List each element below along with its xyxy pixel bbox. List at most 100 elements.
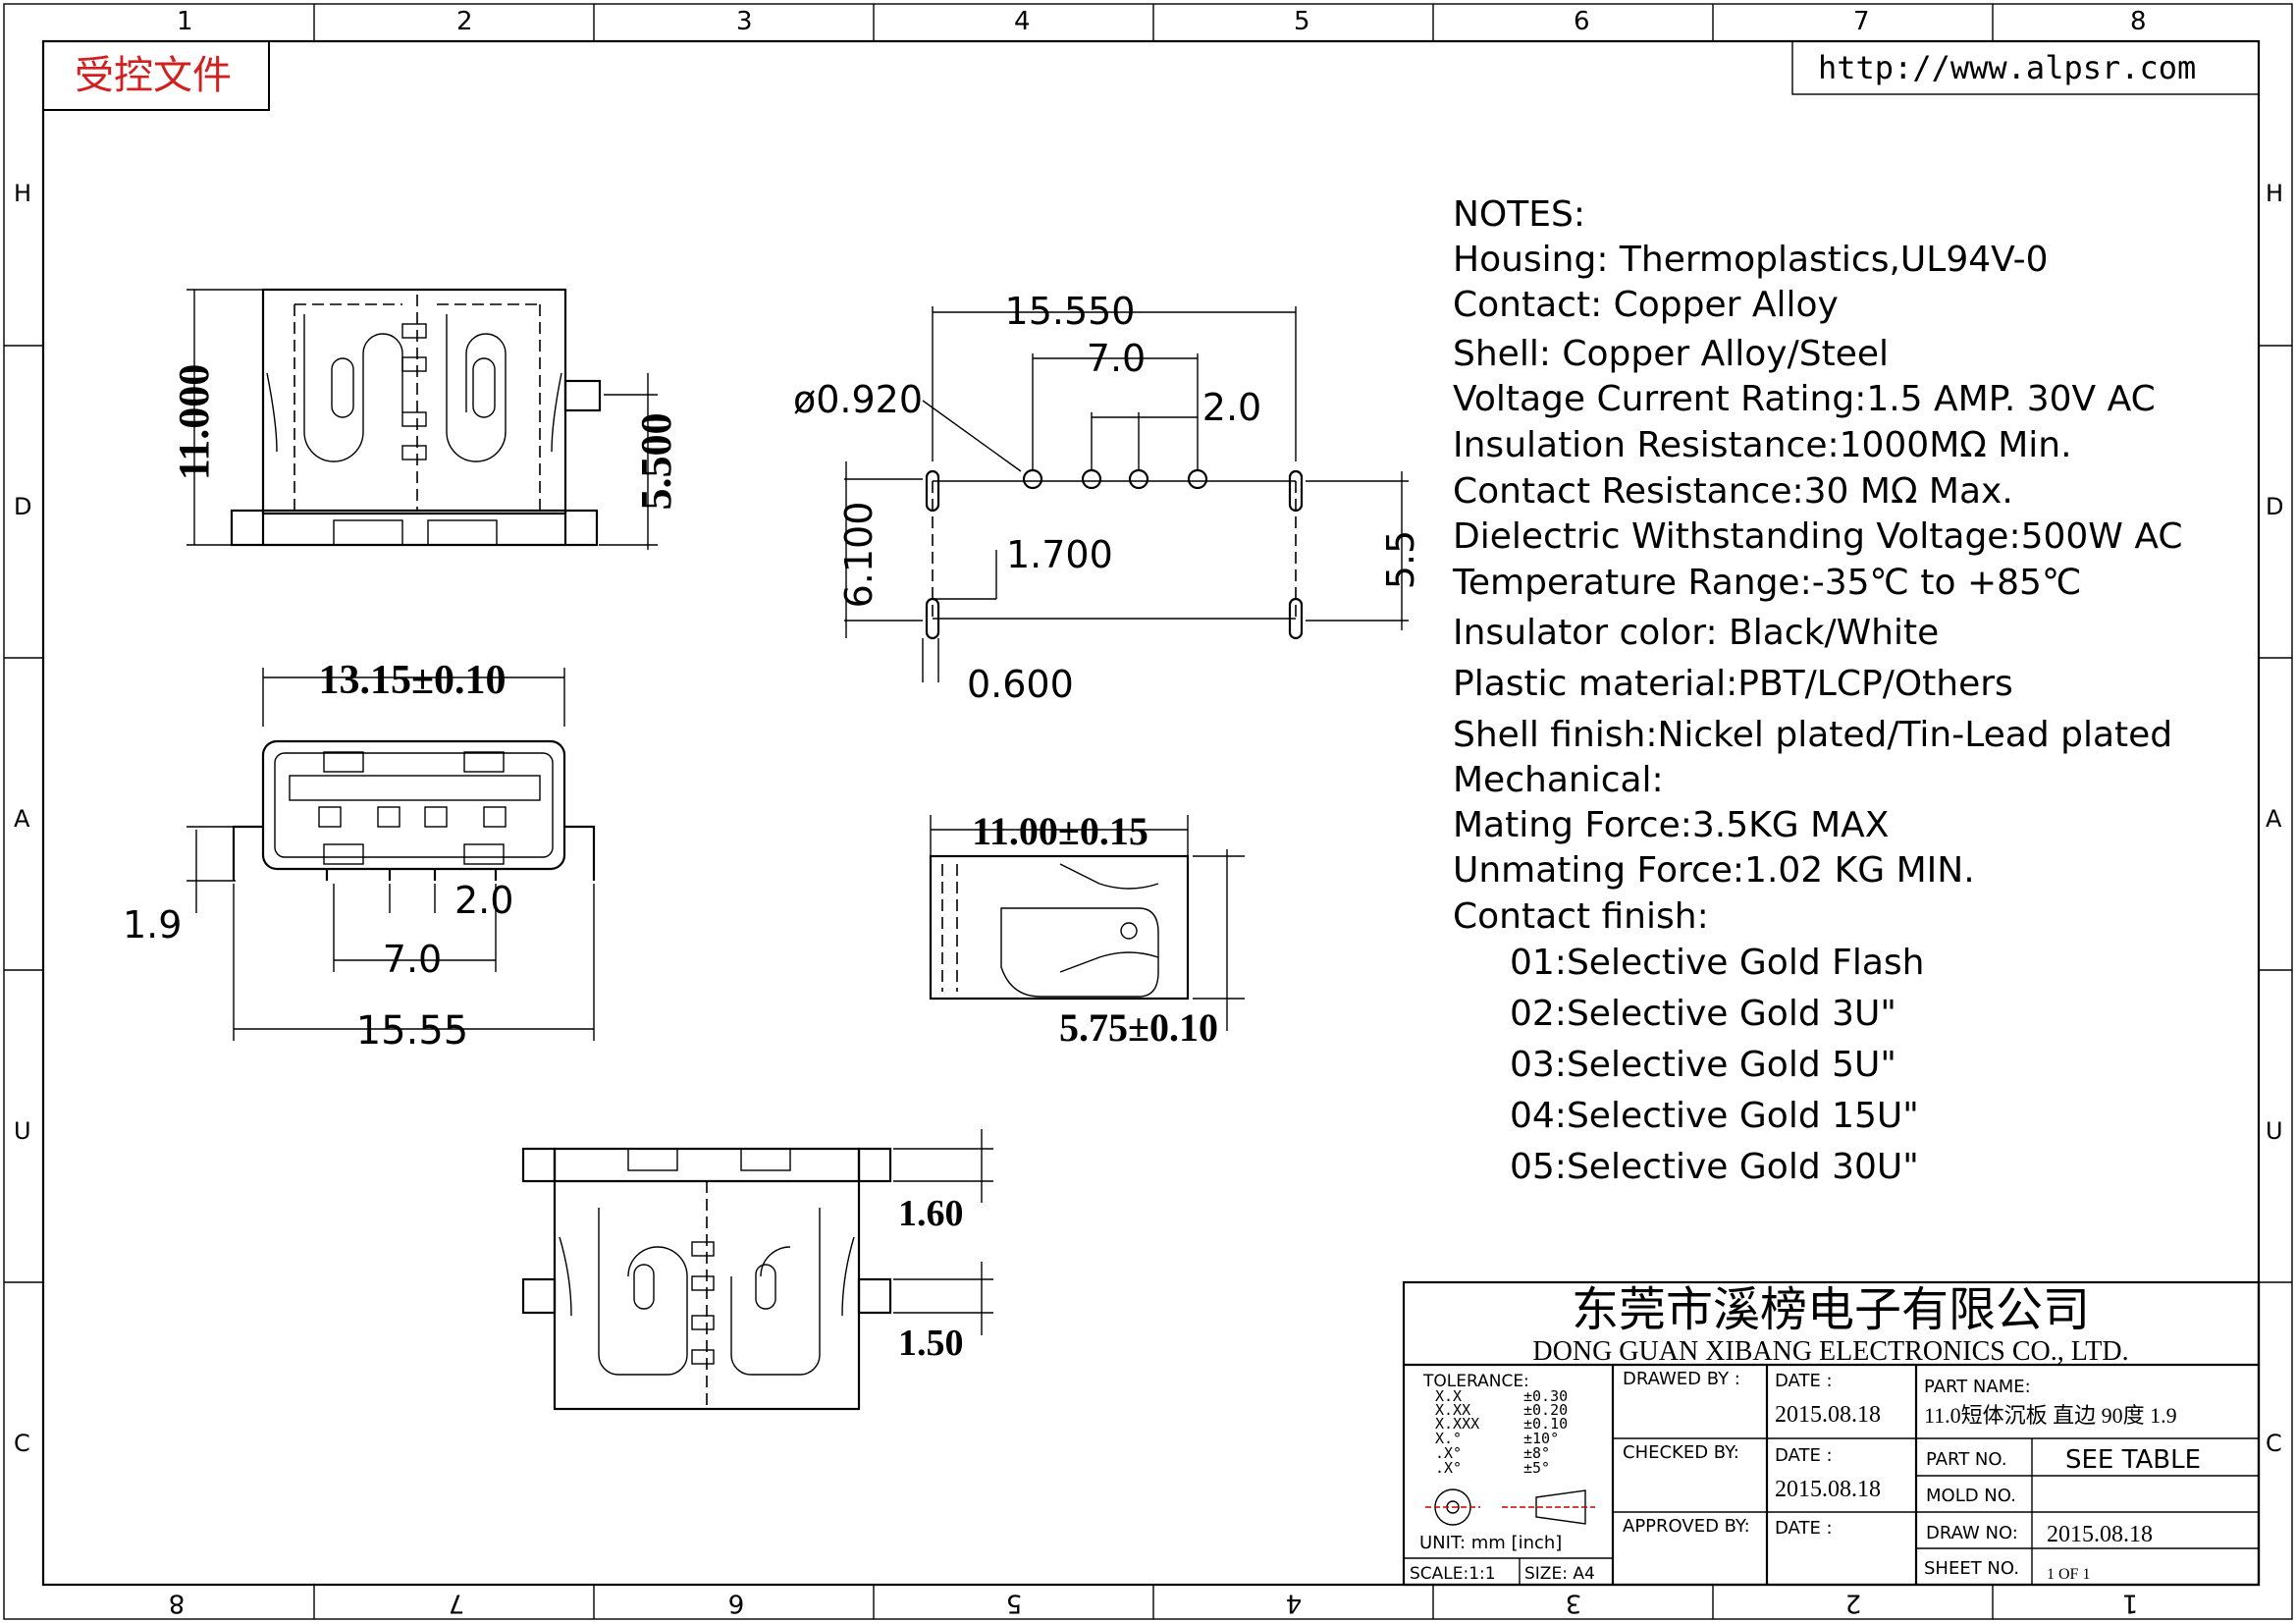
tolerance-value: ±10° <box>1523 1430 1559 1447</box>
note-line: Contact finish: <box>1453 896 1709 937</box>
zone-number: 6 <box>728 1589 745 1618</box>
part-no: SEE TABLE <box>2065 1445 2201 1475</box>
date-label: DATE : <box>1775 1371 1833 1391</box>
finish-option: 05:Selective Gold 30U" <box>1510 1147 1919 1187</box>
zone-number: 8 <box>169 1589 186 1618</box>
note-line: Mechanical: <box>1453 760 1664 800</box>
note-line: Shell finish:Nickel plated/Tin-Lead plat… <box>1453 715 2172 755</box>
dim-footprint-depth: 6.100 <box>837 502 881 609</box>
front-view <box>187 668 596 1041</box>
zone-number: 6 <box>1574 7 1590 36</box>
zone-number: 3 <box>736 7 753 36</box>
side-zone-letters: H D A U C H D A U C <box>14 180 2283 1457</box>
tolerance-key: X.X <box>1435 1387 1462 1405</box>
dim-side-length: 11.00±0.15 <box>972 809 1148 853</box>
finish-option: 03:Selective Gold 5U" <box>1510 1045 1896 1085</box>
scale-label: SCALE:1:1 <box>1410 1564 1496 1584</box>
draw-no-label: DRAW NO: <box>1926 1523 2018 1543</box>
checked-date: 2015.08.18 <box>1775 1477 1881 1502</box>
dim-footprint-hole: ø0.920 <box>793 378 923 421</box>
note-line: Contact: Copper Alloy <box>1453 285 1839 325</box>
zone-number: 2 <box>1845 1589 1862 1618</box>
zone-letter: D <box>14 493 31 520</box>
notes-block: NOTES: Housing: Thermoplastics,UL94V-0 C… <box>1452 194 2182 1187</box>
pcb-footprint <box>844 306 1409 682</box>
zone-letter: C <box>2266 1430 2282 1457</box>
tolerance-value: ±5° <box>1523 1459 1550 1477</box>
drawed-by-label: DRAWED BY : <box>1623 1369 1740 1389</box>
zone-letter: U <box>2266 1117 2283 1145</box>
tolerance-label: TOLERANCE: <box>1422 1372 1529 1391</box>
dim-top-height: 11.000 <box>170 364 218 481</box>
website-box <box>1791 40 2260 95</box>
zone-number: 1 <box>2122 1589 2139 1618</box>
tolerance-value: ±8° <box>1523 1444 1550 1462</box>
part-no-label: PART NO. <box>1926 1449 2007 1470</box>
tolerance-key: .X° <box>1435 1459 1462 1477</box>
company-name-cn: 东莞市溪榜电子有限公司 <box>1572 1284 2090 1336</box>
website-url[interactable]: http://www.alpsr.com <box>1818 49 2196 86</box>
dim-footprint-pin-row: 5.5 <box>1379 530 1422 589</box>
note-line: Mating Force:3.5KG MAX <box>1453 805 1889 845</box>
dim-bottom-tab2: 1.50 <box>898 1323 964 1364</box>
zone-number: 7 <box>1853 7 1870 36</box>
tolerance-key: X.° <box>1435 1430 1462 1447</box>
outer-frame <box>3 3 2293 1620</box>
note-line: Plastic material:PBT/LCP/Others <box>1453 664 2013 704</box>
zone-number: 7 <box>449 1589 465 1618</box>
part-name-label: PART NAME: <box>1924 1377 2031 1397</box>
part-name: 11.0短体沉板 直边 90度 1.9 <box>1924 1403 2177 1428</box>
note-line: Insulation Resistance:1000MΩ Min. <box>1453 425 2072 465</box>
finish-option: 01:Selective Gold Flash <box>1510 943 1924 983</box>
tolerance-value: ±0.10 <box>1523 1415 1568 1433</box>
dim-front-width: 13.15±0.10 <box>318 658 506 703</box>
unit-label: UNIT: mm [inch] <box>1419 1533 1562 1553</box>
note-line: Shell: Copper Alloy/Steel <box>1453 334 1889 374</box>
date-label: DATE : <box>1775 1518 1833 1539</box>
note-line: Contact Resistance:30 MΩ Max. <box>1453 471 2013 512</box>
dim-top-pin-offset: 5.500 <box>632 413 680 511</box>
tolerance-value: ±0.20 <box>1523 1401 1568 1419</box>
note-line: Unmating Force:1.02 KG MIN. <box>1453 850 1975 891</box>
dim-front-pitch-outer: 7.0 <box>383 938 442 981</box>
sheet-no: 1 OF 1 <box>2047 1566 2090 1583</box>
notes-title: NOTES: <box>1453 194 1585 235</box>
company-name-en: DONG GUAN XIBANG ELECTRONICS CO., LTD. <box>1532 1336 2128 1367</box>
zone-number: 1 <box>177 7 193 36</box>
bottom-view <box>521 1129 993 1411</box>
checked-by-label: CHECKED BY: <box>1623 1442 1739 1463</box>
sheet-no-label: SHEET NO. <box>1924 1558 2019 1579</box>
dim-bottom-tab1: 1.60 <box>898 1193 964 1234</box>
note-line: Temperature Range:-35℃ to +85℃ <box>1452 563 2081 603</box>
zone-number: 5 <box>1006 1589 1023 1618</box>
finish-option: 04:Selective Gold 15U" <box>1510 1096 1919 1136</box>
dim-side-height: 5.75±0.10 <box>1059 1005 1218 1050</box>
bottom-zone-numbers: 8 7 6 5 4 3 2 1 <box>169 1589 2139 1618</box>
tolerance-key: .X° <box>1435 1444 1462 1462</box>
zone-number: 5 <box>1294 7 1310 36</box>
note-line: Housing: Thermoplastics,UL94V-0 <box>1453 240 2049 280</box>
size-label: SIZE: A4 <box>1524 1564 1595 1584</box>
tolerance-value: ±0.30 <box>1523 1387 1568 1405</box>
dim-footprint-slot: 0.600 <box>967 663 1074 706</box>
dim-front-standoff: 1.9 <box>123 903 182 947</box>
side-view <box>929 815 1245 1031</box>
note-line: Voltage Current Rating:1.5 AMP. 30V AC <box>1453 379 2156 419</box>
zone-number: 8 <box>2130 7 2147 36</box>
zone-letter: H <box>2266 180 2283 207</box>
note-line: Insulator color: Black/White <box>1453 613 1939 653</box>
top-view <box>187 288 658 550</box>
title-block <box>1402 1280 2261 1587</box>
tolerance-key: X.XX <box>1435 1401 1470 1419</box>
dim-footprint-pitch-outer: 7.0 <box>1087 337 1146 380</box>
zone-ticks <box>4 4 2292 1619</box>
zone-number: 4 <box>1286 1589 1303 1618</box>
zone-number: 3 <box>1566 1589 1582 1618</box>
dim-footprint-offset: 1.700 <box>1006 533 1113 576</box>
stamp-box <box>42 40 270 111</box>
dim-footprint-width: 15.550 <box>1005 290 1136 333</box>
finish-option: 02:Selective Gold 3U" <box>1510 994 1896 1034</box>
note-line: Dielectric Withstanding Voltage:500W AC <box>1453 516 2182 557</box>
dim-front-pitch-inner: 2.0 <box>454 879 513 922</box>
